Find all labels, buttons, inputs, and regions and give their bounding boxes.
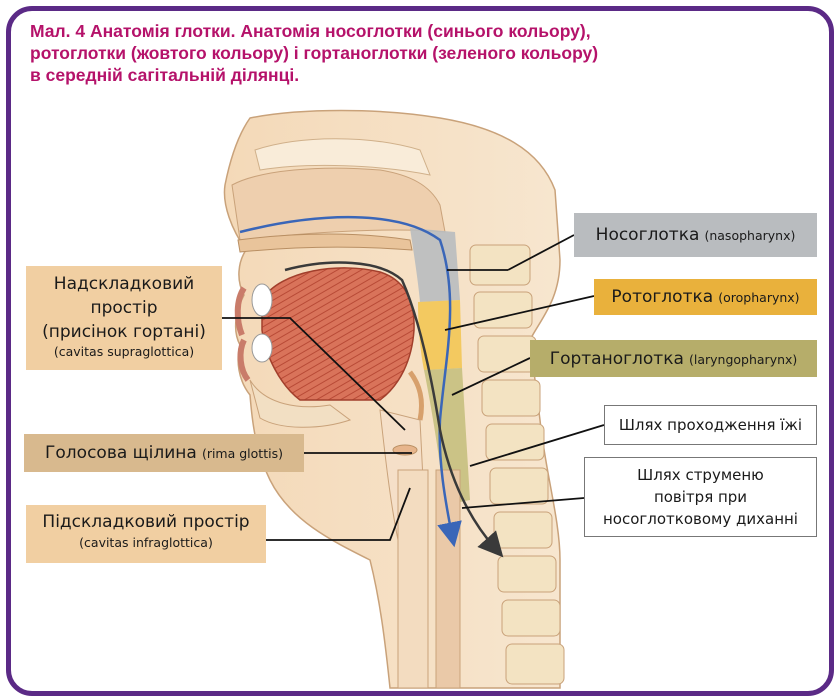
- food-path-arrow: [284, 261, 504, 558]
- hard-palate: [237, 233, 413, 253]
- leader-air-path: [461, 497, 585, 509]
- lower-teeth: [251, 333, 273, 363]
- nasopharynx-region: [410, 228, 460, 302]
- label-air-path: Шлях струменю повітря при носоглотковому…: [584, 457, 817, 537]
- trachea: [397, 469, 429, 689]
- leader-laryngopharynx: [451, 357, 531, 396]
- leader-infraglottic: [266, 487, 411, 541]
- label-laryngopharynx: Гортаноглотка (laryngopharynx): [530, 340, 817, 377]
- upper-teeth: [251, 283, 273, 317]
- label-oropharynx: Ротоглотка (oropharynx): [594, 279, 817, 315]
- oropharynx-region: [418, 300, 462, 370]
- mandible: [249, 379, 352, 428]
- label-nasopharynx: Носоглотка (nasopharynx): [574, 213, 817, 257]
- tongue: [261, 267, 415, 401]
- airflow-arrow: [239, 215, 462, 548]
- leader-food-path: [469, 424, 605, 467]
- label-supraglottic-space: Надскладковий простір (присінок гортані)…: [26, 266, 222, 370]
- label-infraglottic-space: Підскладковий простір (cavitas infraglot…: [26, 505, 266, 563]
- caption-line-3: в середній сагітальній ділянці.: [30, 65, 300, 85]
- leader-oropharynx: [444, 295, 595, 331]
- caption-line-2: ротоглотки (жовтого кольору) і гортаногл…: [30, 43, 599, 63]
- esophagus: [435, 469, 461, 689]
- epiglottis: [407, 370, 425, 421]
- label-food-path: Шлях проходження їжі: [604, 405, 817, 445]
- figure-caption: Мал. 4 Анатомія глотки. Анатомія носогло…: [30, 20, 810, 86]
- leader-nasopharynx: [507, 234, 575, 271]
- caption-line-1: Мал. 4 Анатомія глотки. Анатомія носогло…: [30, 21, 591, 41]
- cervical-spine: [469, 244, 565, 685]
- label-rima-glottis: Голосова щілина (rima glottis): [24, 434, 304, 472]
- leader-supraglottic: [222, 317, 406, 431]
